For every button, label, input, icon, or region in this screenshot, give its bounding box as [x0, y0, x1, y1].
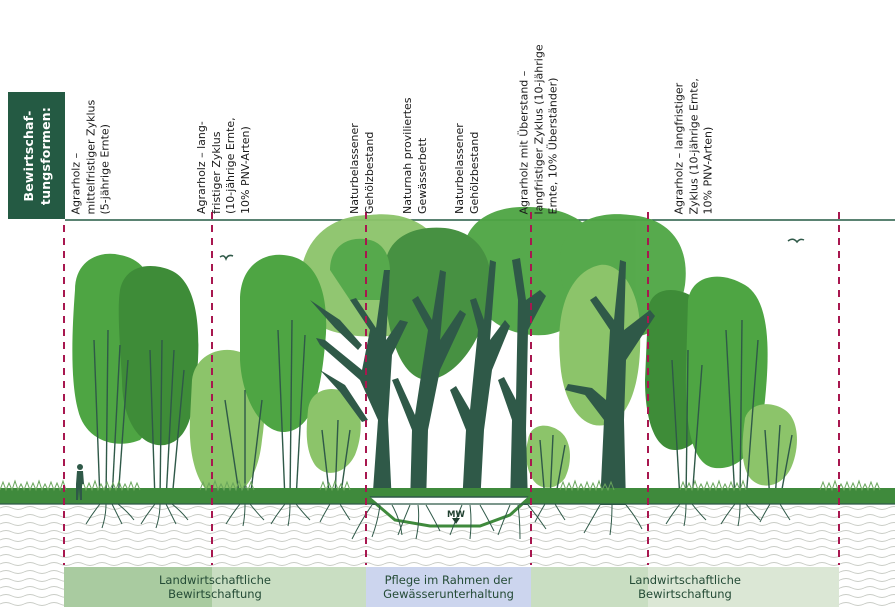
tree-trunk	[450, 260, 510, 505]
band-line: Gewässerunterhaltung	[383, 587, 514, 601]
tree-trunk	[565, 260, 655, 505]
band-middle-bg	[366, 567, 531, 607]
column-label-line: (5-jährige Ernte)	[98, 123, 112, 214]
column-label-line: Agrarholz mit Überstand –	[517, 70, 531, 214]
right-crowns	[526, 264, 797, 488]
column-label-line: Naturnah proviliertes	[401, 97, 414, 214]
ground-strip	[0, 488, 895, 504]
left-crowns	[72, 253, 361, 499]
roots	[85, 503, 791, 540]
column-label-line: Naturbelassener	[348, 123, 361, 214]
column-label-line: Agrarholz – langfristiger	[672, 82, 686, 214]
management-forms-label-line1: Bewirtschaf-	[20, 110, 36, 201]
riverbank	[364, 493, 534, 528]
column-label-line: Gehölzbestand	[362, 131, 376, 214]
column-label-line: Gewässerbett	[415, 137, 429, 214]
band-right-bg-light	[648, 567, 839, 607]
band-left-bg-dark	[64, 567, 212, 607]
tree-trunk	[316, 270, 408, 505]
band-line: Landwirtschaftliche	[159, 573, 271, 587]
zone-dividers	[63, 212, 840, 565]
tree-branch	[310, 300, 362, 350]
column-label-line: 10% PNV-Arten)	[701, 126, 715, 214]
column-label-line: langfristiger Zyklus (10-jährige	[532, 43, 545, 214]
band-line: Bewirtschaftung	[638, 587, 732, 601]
column-label-line: Gehölzbestand	[467, 131, 481, 214]
band-line: Pflege im Rahmen der	[384, 573, 513, 587]
crown	[240, 254, 327, 433]
band-line: Bewirtschaftung	[168, 587, 262, 601]
column-label-line: Ernte, 10% Überständer)	[546, 77, 560, 214]
crown	[526, 425, 571, 488]
column-label-line: (10-jährige Ernte,	[224, 117, 237, 214]
management-forms-label-line2: tungsformen:	[37, 106, 53, 205]
water-level-marker-icon	[452, 518, 460, 524]
tree-trunk	[392, 270, 466, 505]
column-label-line: fristiger Zyklus	[209, 131, 223, 215]
water-marker-label: MW	[447, 510, 465, 520]
large-trees	[310, 258, 655, 505]
tree-trunk	[498, 258, 546, 505]
crown	[118, 266, 199, 446]
management-forms-label: Bewirtschaf- tungsformen:	[8, 92, 65, 219]
band-agriculture-right: Landwirtschaftliche Bewirtschaftung	[531, 567, 839, 607]
bird-icon	[787, 238, 805, 244]
column-label-line: Naturbelassener	[453, 123, 466, 214]
person-icon	[76, 464, 84, 500]
crown	[742, 404, 797, 486]
bird-icon	[219, 254, 234, 262]
column-label-line: Zyklus (10-jährige Ernte,	[687, 77, 700, 214]
column-label-line: Agrarholz –	[69, 152, 83, 214]
tree-branch	[320, 370, 368, 422]
band-agriculture-left: Landwirtschaftliche Bewirtschaftung	[64, 567, 366, 607]
band-line: Landwirtschaftliche	[629, 573, 741, 587]
grass-blades	[0, 479, 881, 492]
column-label-line: Agrarholz – lang-	[195, 121, 208, 214]
crown	[330, 238, 390, 300]
column-label-line: 10% PNV-Arten)	[238, 126, 252, 214]
column-label-line: mittelfristiger Zyklus	[84, 99, 97, 214]
band-river-maintenance: Pflege im Rahmen der Gewässerunterhaltun…	[366, 567, 531, 607]
